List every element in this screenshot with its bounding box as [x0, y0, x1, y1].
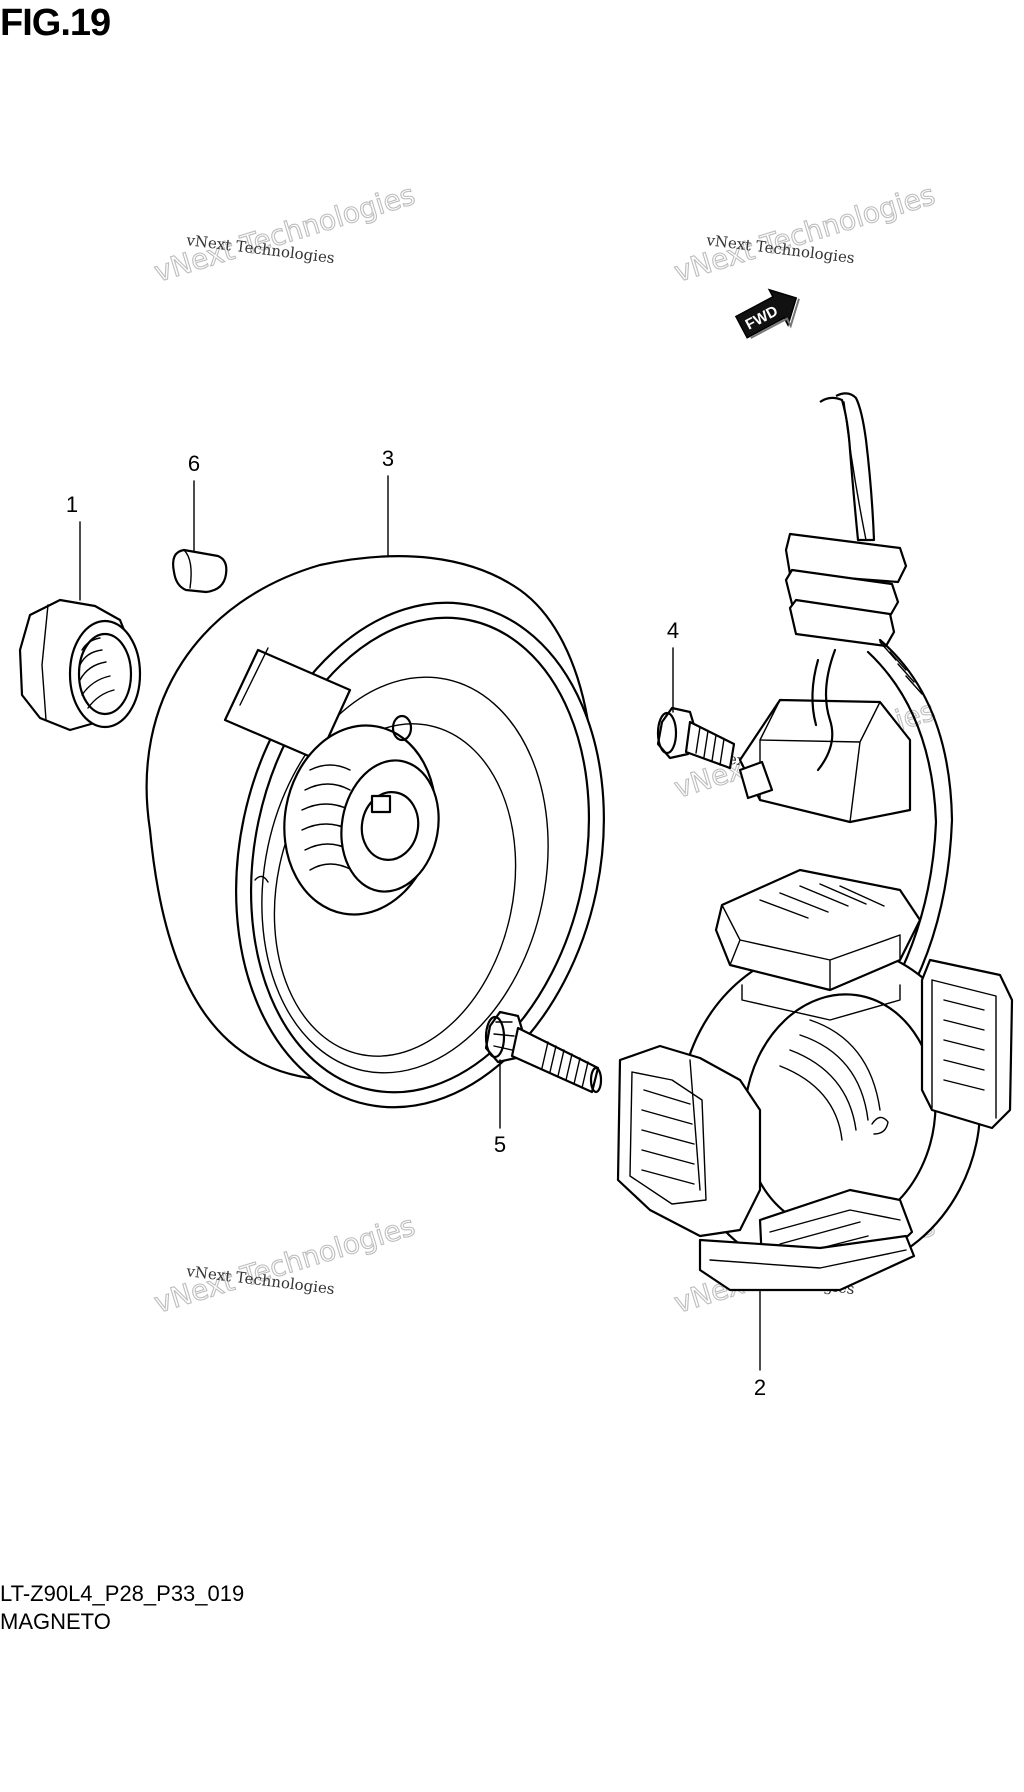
part-rotor: [145, 555, 605, 1109]
callout-3: 3: [382, 446, 394, 557]
diagram-code: LT-Z90L4_P28_P33_019: [0, 1581, 245, 1606]
callout-number: 2: [754, 1375, 766, 1400]
part-key: [172, 548, 228, 594]
callout-5: 5: [494, 1059, 506, 1157]
fwd-arrow-badge: FWD: [734, 288, 800, 339]
watermark-bottom-left: vNext Technologies vNext Technologies: [150, 1208, 420, 1320]
part-bolt-long: [484, 1010, 603, 1094]
callout-1: 1: [66, 492, 81, 601]
callout-number: 5: [494, 1132, 506, 1157]
part-bolt-short: [656, 706, 736, 770]
watermark-top-left: vNext Technologies vNext Technologies: [150, 177, 420, 289]
watermark-top-right: vNext Technologies vNext Technologies: [670, 177, 940, 289]
callout-4: 4: [667, 618, 679, 713]
callout-number: 4: [667, 618, 679, 643]
diagram-name: MAGNETO: [0, 1609, 111, 1634]
callout-6: 6: [188, 451, 200, 553]
callout-number: 3: [382, 446, 394, 471]
part-nut: [18, 598, 142, 732]
figure-title: FIG.19: [0, 2, 111, 44]
callout-number: 1: [66, 492, 78, 517]
part-stator: [616, 392, 1014, 1292]
callout-2: 2: [754, 1289, 766, 1400]
callout-number: 6: [188, 451, 200, 476]
